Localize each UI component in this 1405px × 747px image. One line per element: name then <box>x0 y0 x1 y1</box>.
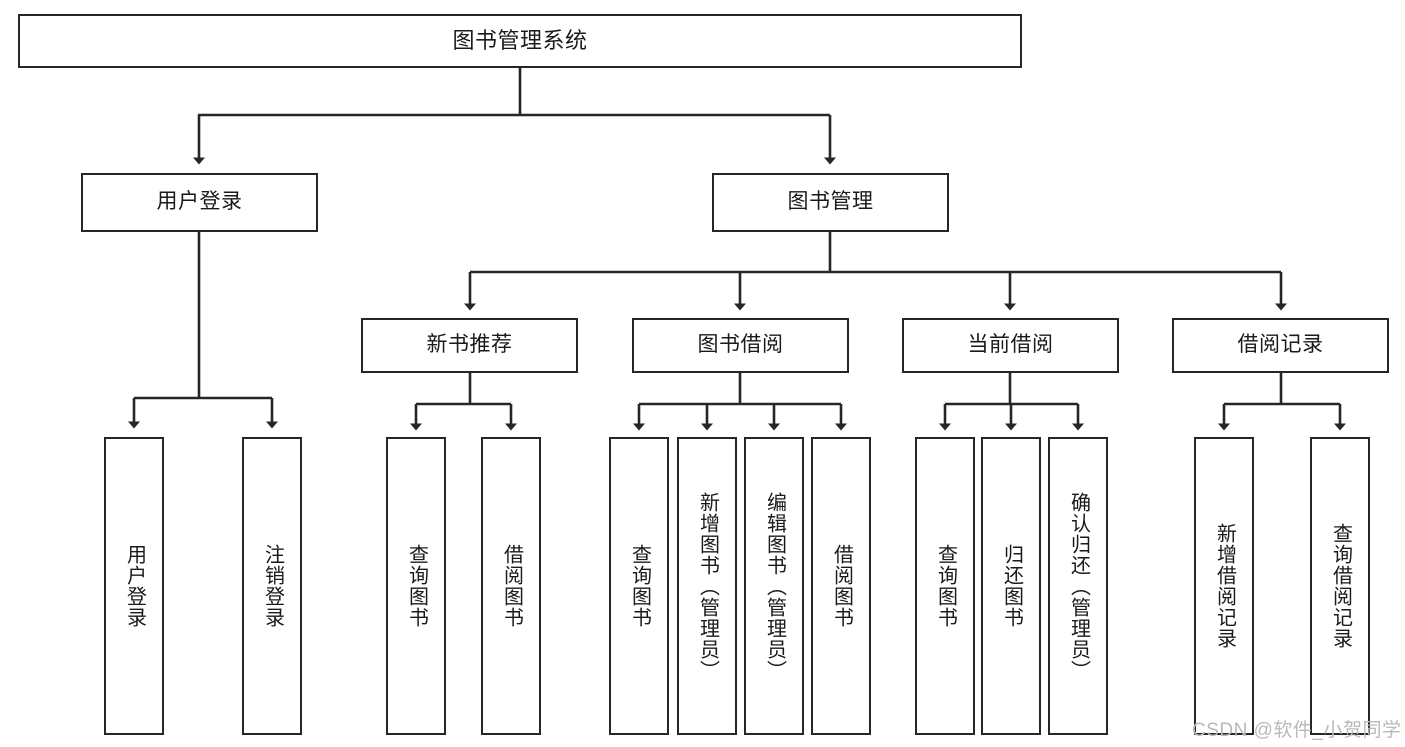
leaf-nb-query-book-label: 查询图书 <box>405 544 428 628</box>
node-current-borrow[interactable]: 当前借阅 <box>902 318 1119 373</box>
leaf-logout[interactable]: 注销登录 <box>242 437 302 735</box>
node-new-book-recommend-label: 新书推荐 <box>426 333 513 357</box>
node-user-login-label: 用户登录 <box>156 190 243 214</box>
csdn-watermark: CSDN @软件_小贺同学 <box>1192 720 1402 741</box>
node-book-borrow-label: 图书借阅 <box>697 333 784 357</box>
node-new-book-recommend[interactable]: 新书推荐 <box>361 318 578 373</box>
leaf-nb-borrow-book-label: 借阅图书 <box>500 544 523 628</box>
leaf-nb-borrow-book[interactable]: 借阅图书 <box>481 437 541 735</box>
leaf-cb-query-book-label: 查询图书 <box>934 544 957 628</box>
node-root[interactable]: 图书管理系统 <box>18 14 1022 68</box>
node-book-borrow[interactable]: 图书借阅 <box>632 318 849 373</box>
leaf-bb-edit-book[interactable]: 编辑图书（管理员） <box>744 437 804 735</box>
leaf-br-query-record[interactable]: 查询借阅记录 <box>1310 437 1370 735</box>
leaf-bb-edit-book-label: 编辑图书（管理员） <box>763 491 786 681</box>
node-borrow-record[interactable]: 借阅记录 <box>1172 318 1389 373</box>
leaf-cb-query-book[interactable]: 查询图书 <box>915 437 975 735</box>
leaf-cb-return-book-label: 归还图书 <box>1000 544 1023 628</box>
node-book-management-label: 图书管理 <box>787 190 874 214</box>
node-book-management[interactable]: 图书管理 <box>712 173 949 232</box>
leaf-bb-add-book[interactable]: 新增图书（管理员） <box>677 437 737 735</box>
leaf-br-add-record-label: 新增借阅记录 <box>1213 523 1236 649</box>
leaf-bb-query-book[interactable]: 查询图书 <box>609 437 669 735</box>
node-current-borrow-label: 当前借阅 <box>967 333 1054 357</box>
leaf-bb-borrow-book-label: 借阅图书 <box>830 544 853 628</box>
node-borrow-record-label: 借阅记录 <box>1237 333 1324 357</box>
leaf-bb-add-book-label: 新增图书（管理员） <box>696 491 719 681</box>
leaf-bb-query-book-label: 查询图书 <box>628 544 651 628</box>
leaf-nb-query-book[interactable]: 查询图书 <box>386 437 446 735</box>
leaf-cb-confirm-return[interactable]: 确认归还（管理员） <box>1048 437 1108 735</box>
leaf-bb-borrow-book[interactable]: 借阅图书 <box>811 437 871 735</box>
leaf-user-login-label: 用户登录 <box>123 544 146 628</box>
leaf-cb-return-book[interactable]: 归还图书 <box>981 437 1041 735</box>
leaf-br-query-record-label: 查询借阅记录 <box>1329 523 1352 649</box>
leaf-cb-confirm-return-label: 确认归还（管理员） <box>1067 491 1090 681</box>
leaf-logout-label: 注销登录 <box>261 544 284 628</box>
node-user-login[interactable]: 用户登录 <box>81 173 318 232</box>
leaf-user-login[interactable]: 用户登录 <box>104 437 164 735</box>
leaf-br-add-record[interactable]: 新增借阅记录 <box>1194 437 1254 735</box>
node-root-label: 图书管理系统 <box>452 28 588 54</box>
